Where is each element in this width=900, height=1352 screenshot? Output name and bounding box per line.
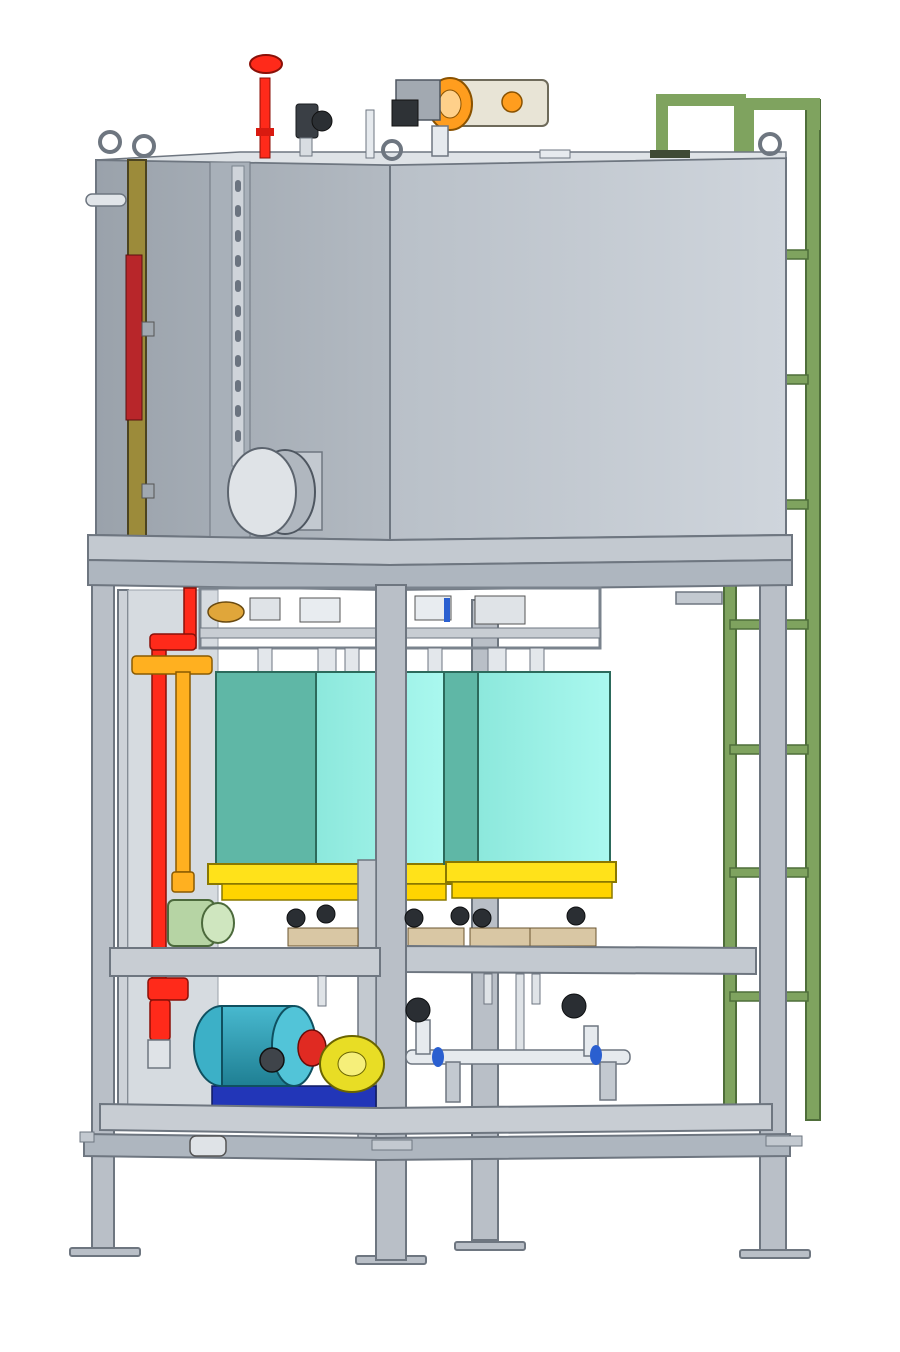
valve-handle-1 <box>286 908 306 928</box>
actuator-black-block <box>391 99 419 127</box>
side-nozzle <box>85 193 127 207</box>
manifold-blue-tap <box>444 598 450 622</box>
ladder-top-bracket <box>650 150 690 158</box>
cartridge-right-base-lower <box>451 881 613 899</box>
top-thin-pipe <box>365 109 375 159</box>
lifting-lug-right <box>758 132 782 156</box>
ladder-top-hoop-left <box>656 94 746 158</box>
tank-front-face <box>389 156 787 542</box>
orange-pipe <box>131 655 213 893</box>
valve-handle-6 <box>566 906 586 926</box>
cartridge-right-base <box>445 861 617 883</box>
pump-housing-inner <box>337 1051 367 1077</box>
actuator-pipe-down <box>431 125 449 157</box>
middle-shelf-right <box>405 944 757 976</box>
valve-handle-5 <box>472 908 492 928</box>
manifold-valve-1 <box>249 597 281 621</box>
red-supply-pipe <box>147 587 197 1041</box>
tank-top-fittings <box>98 54 782 161</box>
motor-coupling <box>259 1047 285 1073</box>
frame-top-beam <box>87 558 793 592</box>
actuator-flange-inner <box>438 89 462 119</box>
manifold-valve-2 <box>299 597 341 623</box>
bottom-skid-top <box>99 1102 773 1136</box>
level-gauge-indicator <box>125 254 143 421</box>
middle-shelf <box>109 947 381 977</box>
ladder-top-hoop-right <box>742 98 820 158</box>
filter-cartridge-left <box>207 671 453 901</box>
cartridge-right-side <box>443 671 479 865</box>
cartridge-valve-row <box>286 904 597 947</box>
bottom-skid-lower <box>83 1132 791 1162</box>
vent-stem <box>259 77 271 159</box>
cartridge-left-side <box>215 671 317 865</box>
manway-cover <box>227 447 297 537</box>
discharge-piping <box>405 993 631 1103</box>
ladder-rail-left <box>723 579 737 1121</box>
channel-slots <box>235 180 241 442</box>
valve-handle-4 <box>450 906 470 926</box>
manifold-valve-4 <box>474 595 526 625</box>
valve-handle-3 <box>404 908 424 928</box>
actuator-indicator <box>501 91 523 113</box>
level-gauge-clamp-top <box>141 321 155 337</box>
motor-pump-assembly <box>193 1005 385 1109</box>
discharge-valve-right <box>561 993 587 1019</box>
filter-cartridge-right <box>443 671 617 899</box>
frame-foot-left <box>69 1247 141 1257</box>
cartridge-right-face <box>477 671 611 865</box>
main-tank <box>85 151 793 592</box>
lifting-lug-center <box>381 139 403 161</box>
lifting-lug-left <box>98 130 122 154</box>
hanging-bracket <box>675 591 723 605</box>
lifting-lug-mid <box>132 134 156 158</box>
small-dosing-pump <box>167 899 235 947</box>
frame-inner-post <box>117 589 129 1111</box>
level-gauge-clamp-bottom <box>141 483 155 499</box>
top-solenoid-knob <box>311 110 333 132</box>
vent-collar <box>256 128 274 136</box>
skid-lug-center <box>371 1139 413 1151</box>
skid-lug-right <box>765 1135 803 1147</box>
top-fitting-right <box>539 149 571 159</box>
cartridge-connectors <box>257 647 545 675</box>
under-tank-manifold <box>198 586 723 675</box>
cartridge-left-base <box>207 863 453 885</box>
top-solenoid-stem <box>299 137 313 157</box>
valve-handle-2 <box>316 904 336 924</box>
discharge-valve-left <box>405 997 431 1023</box>
manifold-brass-fitting <box>207 601 245 623</box>
drain-fitting <box>147 1039 171 1069</box>
skid-lug-left <box>79 1131 95 1143</box>
frame-foot-rear <box>454 1241 526 1251</box>
vent-cap <box>249 54 283 74</box>
bottom-drain-valve <box>189 1135 227 1157</box>
frame-foot-right <box>739 1249 811 1259</box>
cartridge-left-base-lower <box>221 883 447 901</box>
